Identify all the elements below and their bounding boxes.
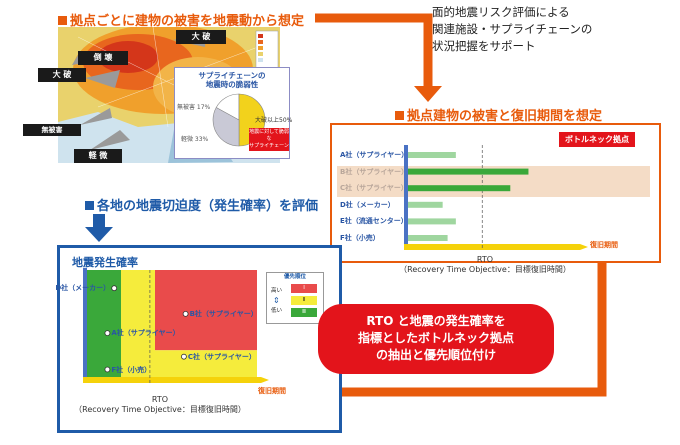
quake-point-label-2: A社（サプライヤー） xyxy=(111,329,180,338)
map-label-light: 軽 微 xyxy=(74,149,122,163)
quake-point-4 xyxy=(104,366,111,373)
priority-low: 低い xyxy=(271,308,283,314)
quake-rto: RTO （Recovery Time Objective：目標復旧時間） xyxy=(74,395,246,414)
bar-label-2: C社（サプライヤー） xyxy=(340,184,408,193)
down-arrow-icon xyxy=(85,214,113,242)
description: 面的地震リスク評価による 関連施設・サプライチェーンの 状況把握をサポート xyxy=(432,5,593,53)
bar-2 xyxy=(408,185,511,192)
pie-label-none: 無被害 17% xyxy=(177,104,211,111)
bar-label-1: B社（サプライヤー） xyxy=(340,167,409,176)
bar-label-3: D社（メーカー） xyxy=(340,200,395,209)
map-label-none: 無被害 xyxy=(23,124,81,136)
bar-axis-label: 復旧期間 xyxy=(590,241,618,249)
pie-label-light: 軽微 33% xyxy=(181,136,209,143)
priority-title: 優先順位 xyxy=(283,274,306,280)
quake-point-label-0: D社（メーカー） xyxy=(55,284,111,293)
bar-0 xyxy=(408,152,456,158)
pie-title: サプライチェーンの 地震時の脆弱性 xyxy=(198,71,266,89)
pie-slice-2 xyxy=(212,107,240,147)
quake-matrix xyxy=(83,268,269,385)
map-label-large: 大 破 xyxy=(176,30,226,44)
pie-note: 地震に対して脆弱な サプライチェーン xyxy=(249,128,289,151)
quake-point-label-3: C社（サプライヤー） xyxy=(187,352,256,361)
pie-label-large: 大破以上50% xyxy=(255,117,293,124)
bar-label-5: F社（小売） xyxy=(340,234,380,242)
priority-high: 高い xyxy=(271,288,283,294)
quake-point-3 xyxy=(181,353,187,360)
quake-heading: 各地の地震切迫度（発生確率）を評価 xyxy=(85,195,318,214)
bottleneck-badge: ボトルネック拠点 xyxy=(559,132,635,147)
bar-rto: RTO （Recovery Time Objective：目標復旧時間） xyxy=(399,255,571,274)
bar-4 xyxy=(408,218,456,225)
priority-legend: 優先順位 高い ⇕ 低い Ⅰ Ⅱ Ⅲ xyxy=(266,272,324,324)
quake-point-2 xyxy=(104,330,111,337)
quake-point-label-1: B社（サプライヤー） xyxy=(189,309,258,318)
priority-arrow-icon: ⇕ xyxy=(273,296,280,305)
bar-y-axis xyxy=(404,145,408,245)
bar-x-axis xyxy=(404,244,588,250)
bar-5 xyxy=(408,235,448,241)
quake-point-0 xyxy=(111,285,118,292)
zone-yellow-bottom xyxy=(155,350,257,377)
priority-rank-2: Ⅱ xyxy=(291,296,317,305)
bar-3 xyxy=(408,201,443,208)
bar-label-4: E社（流通センター） xyxy=(340,217,408,226)
map-label-medium: 大 破 xyxy=(38,68,86,82)
bar-heading: 拠点建物の被害と復旧期間を想定 xyxy=(395,105,602,124)
quake-point-label-4: F社（小売） xyxy=(111,365,152,374)
pie-box: サプライチェーンの 地震時の脆弱性 無被害 17% 大破以上50% 軽微 33%… xyxy=(174,67,293,159)
quake-y-axis xyxy=(83,268,87,379)
map-heading: 拠点ごとに建物の被害を地震動から想定 xyxy=(58,10,304,29)
bar-1 xyxy=(408,168,529,175)
bar-label-0: A社（サプライヤー） xyxy=(340,151,409,159)
priority-rank-3: Ⅲ xyxy=(291,308,317,317)
zone-red xyxy=(155,270,257,351)
recovery-bar-chart xyxy=(404,145,588,250)
quake-panel-title: 地震発生確率 xyxy=(72,256,138,269)
zone-yellow-left xyxy=(121,270,155,377)
quake-x-axis xyxy=(83,377,269,383)
priority-rank-1: Ⅰ xyxy=(291,284,317,293)
map-label-collapse: 倒 壊 xyxy=(78,51,128,65)
quake-point-1 xyxy=(182,310,189,317)
quake-axis-label: 復旧期間 xyxy=(258,387,286,395)
callout: RTO と地震の発生確率を 指標としたボトルネック拠点 の抽出と優先順位付け xyxy=(318,304,554,374)
